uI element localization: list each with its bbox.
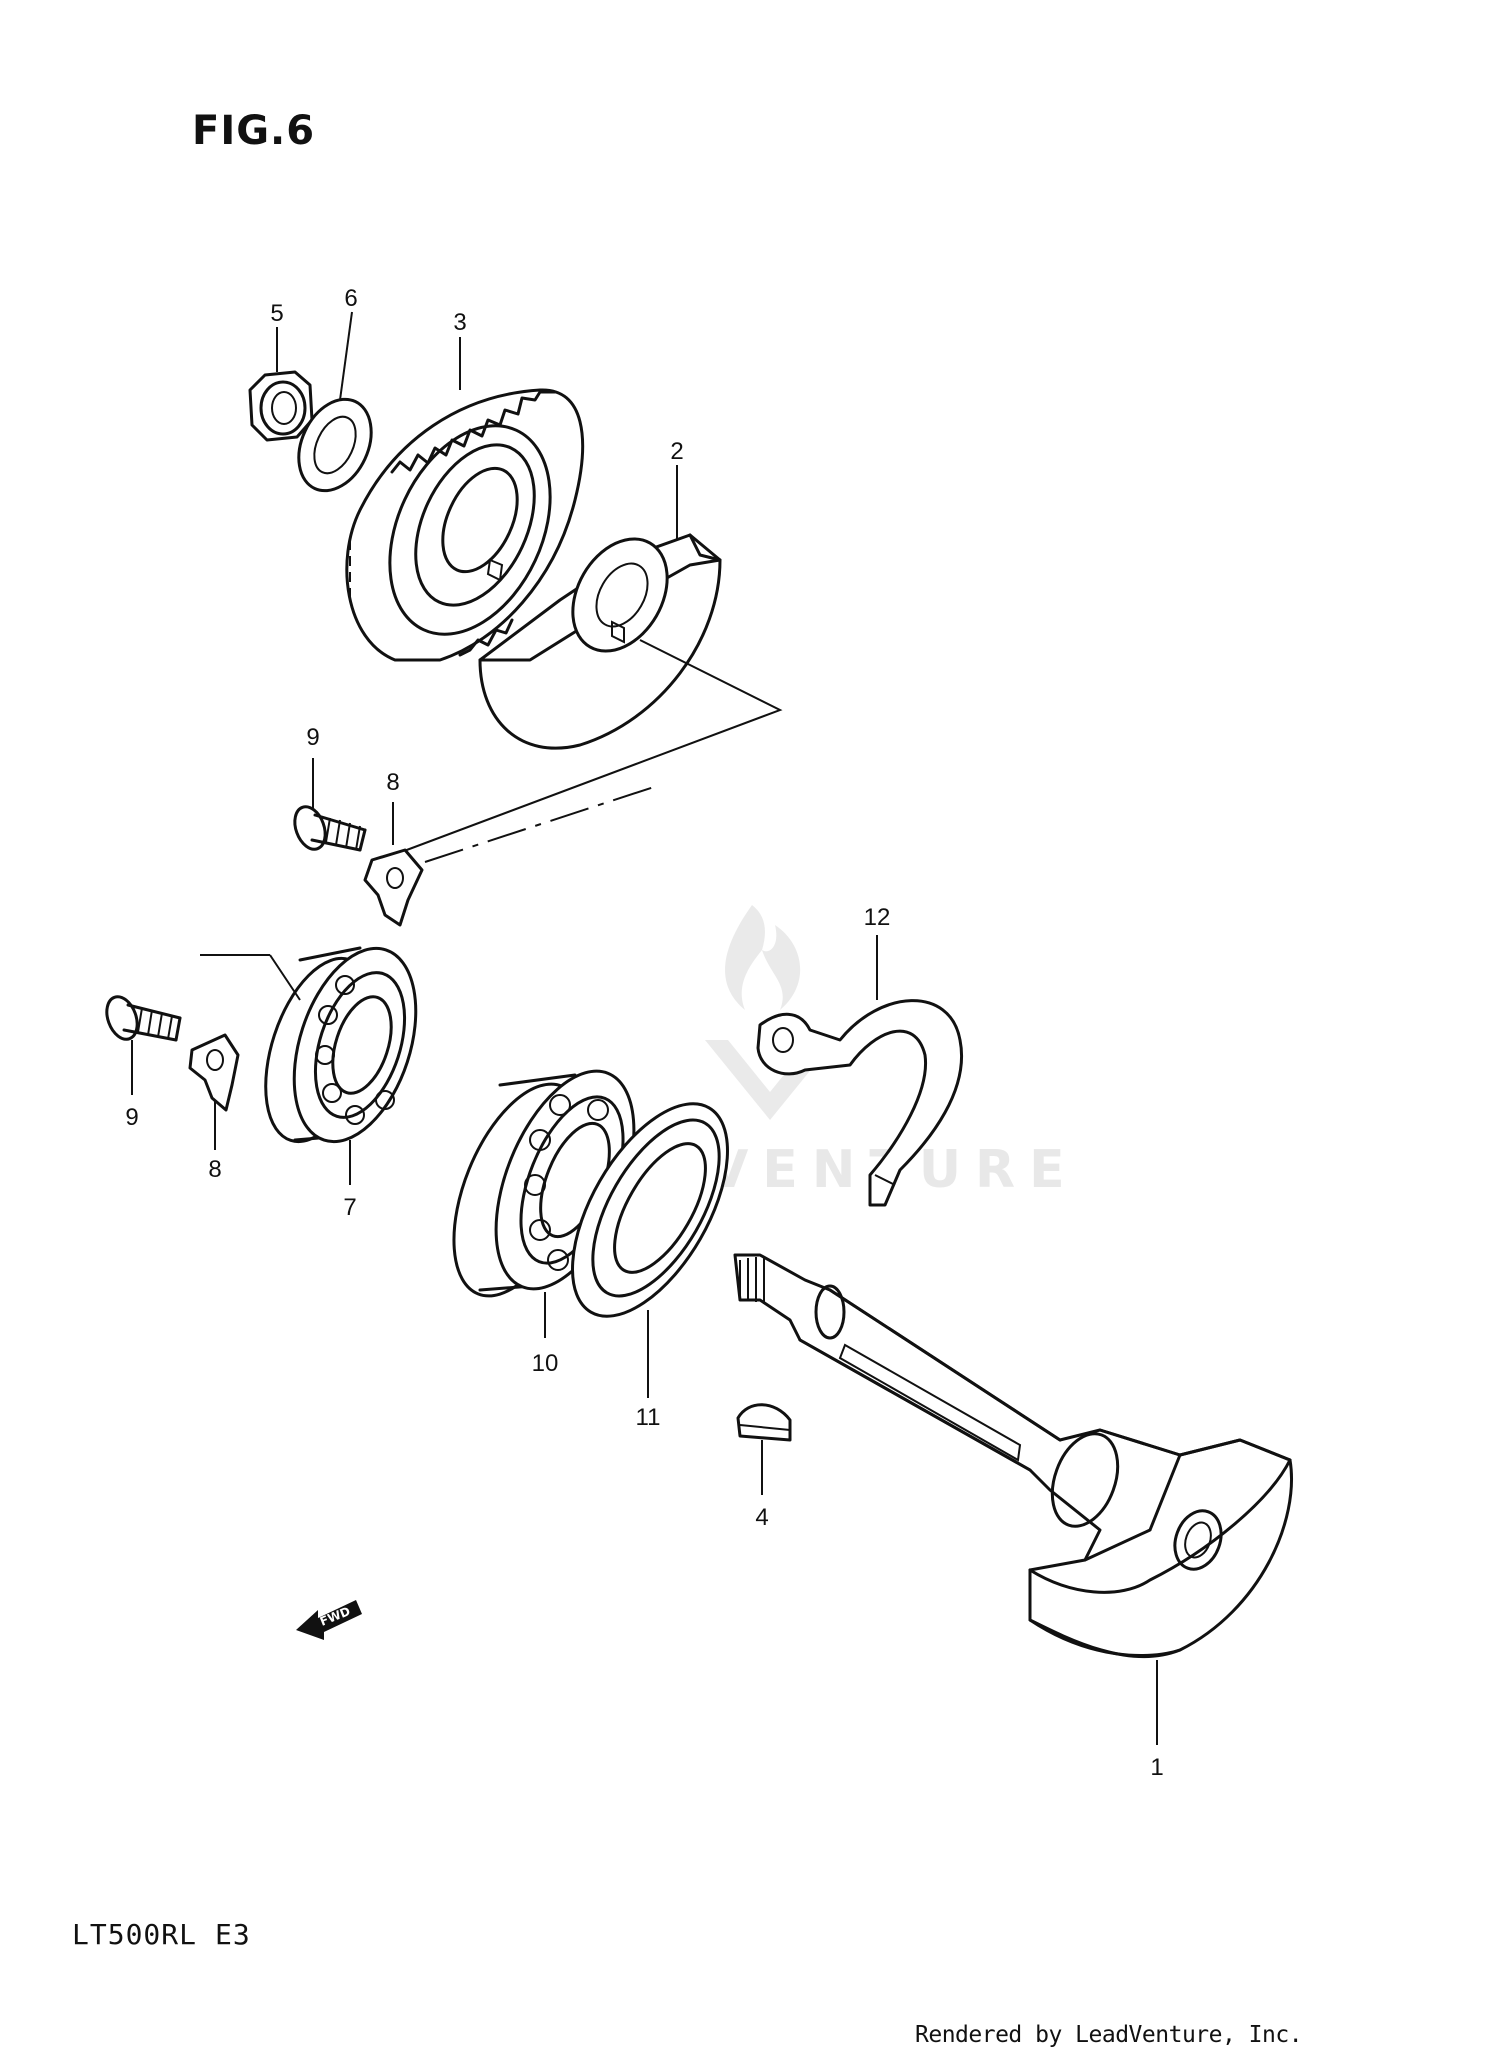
- part-12-oil-guide: [756, 999, 963, 1207]
- alignment-line: [424, 784, 661, 863]
- part-4-key: [736, 1403, 792, 1442]
- figure-title: FIG.6: [192, 108, 316, 154]
- callout-11: 11: [635, 1404, 661, 1431]
- callout-2: 2: [670, 438, 684, 465]
- part-1-balancer-shaft: [733, 1253, 1293, 1659]
- callout-8-lower: 8: [208, 1156, 222, 1183]
- part-5-nut: [248, 370, 314, 442]
- model-code: LT500RL E3: [72, 1918, 251, 1951]
- callout-1: 1: [1150, 1754, 1164, 1781]
- part-11-oil-seal: [571, 1102, 729, 1318]
- part-3-gear: [345, 388, 585, 662]
- callout-9-lower: 9: [125, 1104, 139, 1131]
- callout-7: 7: [343, 1194, 357, 1221]
- leadventure-flame-logo: [705, 905, 835, 1120]
- part-8-lock-plate-lower: [188, 1033, 240, 1112]
- part-2-crank-weight: [379, 533, 783, 861]
- callout-6: 6: [344, 285, 358, 312]
- callout-8-upper: 8: [386, 769, 400, 796]
- render-credit: Rendered by LeadVenture, Inc.: [915, 2022, 1303, 2048]
- part-9-bolt-upper: [293, 805, 367, 852]
- model-region: E3: [215, 1918, 251, 1951]
- callout-4: 4: [755, 1504, 769, 1531]
- callout-10: 10: [531, 1350, 559, 1377]
- callout-5: 5: [270, 300, 284, 327]
- part-7-bearing: [200, 946, 418, 1144]
- model-name: LT500RL: [72, 1918, 198, 1951]
- part-8-lock-plate-upper: [363, 848, 424, 927]
- callout-3: 3: [453, 309, 467, 336]
- part-6-washer: [297, 397, 373, 493]
- fwd-arrow-icon: FWD: [296, 1600, 362, 1640]
- callout-9-upper: 9: [306, 724, 320, 751]
- part-9-bolt-lower: [105, 995, 182, 1042]
- leader-lines: [131, 311, 1158, 1745]
- callout-12: 12: [863, 904, 891, 931]
